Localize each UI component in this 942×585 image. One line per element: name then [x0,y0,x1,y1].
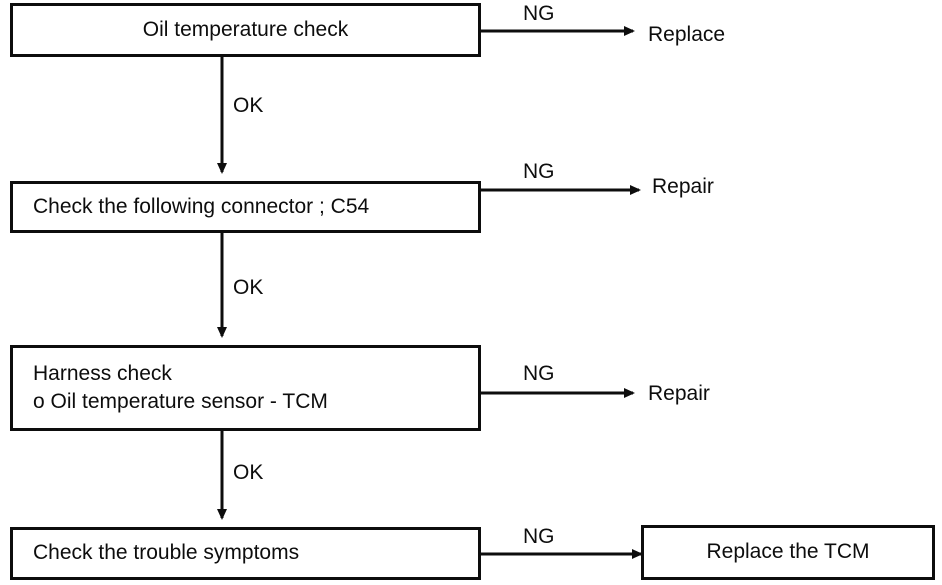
step-harness-check[interactable]: Harness check o Oil temperature sensor -… [10,345,481,431]
step-label: Harness check o Oil temperature sensor -… [33,361,328,413]
step-oil-temperature-check[interactable]: Oil temperature check [10,3,481,57]
step-check-connector[interactable]: Check the following connector ; C54 [10,181,481,233]
edge-label-ok-3: OK [233,461,264,484]
terminal-repair-1: Repair [652,175,714,198]
terminal-repair-2: Repair [648,382,710,405]
step-label: Check the trouble symptoms [33,541,300,565]
terminal-replace-tcm[interactable]: Replace the TCM [641,525,935,580]
step-label: Oil temperature check [142,17,349,41]
step-check-trouble-symptoms[interactable]: Check the trouble symptoms [10,527,481,580]
edge-label-ng-4: NG [523,525,555,548]
edge-label-ng-1: NG [523,2,555,25]
terminal-label: Replace the TCM [706,540,870,564]
edge-label-ok-1: OK [233,94,264,117]
terminal-replace: Replace [648,23,726,46]
edge-label-ng-2: NG [523,160,555,183]
edge-label-ok-2: OK [233,276,264,299]
edge-label-ng-3: NG [523,362,555,385]
step-label: Check the following connector ; C54 [33,194,370,218]
